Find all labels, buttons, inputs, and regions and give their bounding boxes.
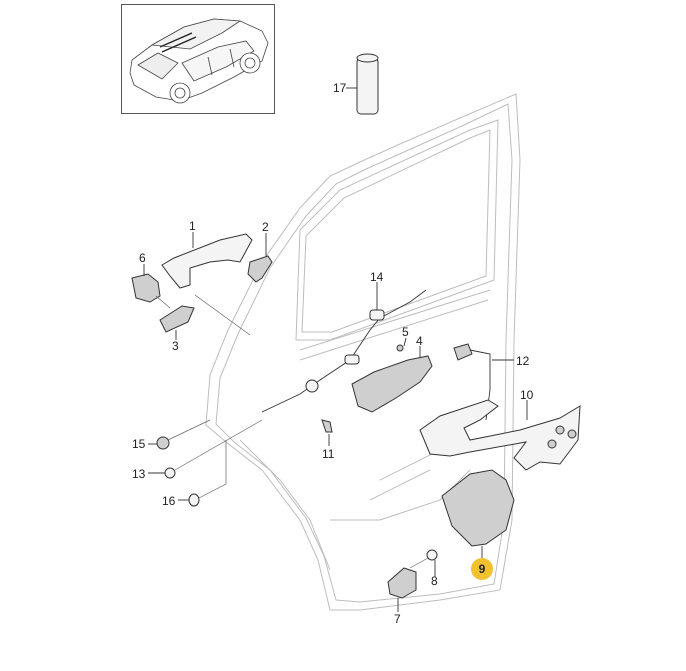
part-13-clip[interactable] [148, 419, 263, 479]
callout-2[interactable]: 2 [262, 220, 269, 234]
part-11-screw[interactable] [321, 419, 333, 446]
part-4-handle-carrier[interactable] [351, 346, 433, 413]
callout-9-highlighted-badge[interactable]: 9 [471, 558, 493, 580]
part-7-striker-plate[interactable] [387, 557, 429, 612]
part-6-lock-cylinder-cap[interactable] [131, 264, 161, 303]
part-3-handle-seal[interactable] [155, 295, 195, 340]
vehicle-overview-icon [129, 18, 269, 104]
callout-3[interactable]: 3 [172, 339, 179, 353]
callout-16[interactable]: 16 [162, 494, 176, 508]
callout-11[interactable]: 11 [322, 447, 335, 461]
callout-15[interactable]: 15 [132, 437, 146, 451]
part-15-plug[interactable] [148, 419, 211, 450]
part-16-grommet[interactable] [178, 440, 227, 507]
callout-17[interactable]: 17 [333, 81, 347, 95]
part-5-screw[interactable] [396, 337, 407, 352]
callout-10[interactable]: 10 [520, 388, 534, 402]
part-14-bowden-cable[interactable] [261, 282, 427, 413]
callout-5[interactable]: 5 [402, 325, 409, 339]
callout-6[interactable]: 6 [139, 251, 146, 265]
part-9-door-lock-actuator[interactable] [441, 469, 515, 558]
vehicle-thumbnail [121, 4, 275, 114]
callout-8[interactable]: 8 [431, 574, 438, 588]
callout-1[interactable]: 1 [189, 219, 196, 233]
part-17-grease-tube[interactable] [346, 53, 379, 115]
part-2-handle-bracket-cover[interactable] [247, 233, 273, 283]
callout-4[interactable]: 4 [416, 334, 423, 348]
part-1-outer-door-handle[interactable] [161, 232, 253, 336]
callout-13[interactable]: 13 [132, 467, 146, 481]
callout-14[interactable]: 14 [370, 270, 384, 284]
callout-12[interactable]: 12 [516, 354, 530, 368]
callout-7[interactable]: 7 [394, 612, 401, 626]
part-8-striker-bolt[interactable] [426, 549, 438, 577]
door-frame [205, 93, 521, 611]
part-10-lock-bracket[interactable] [419, 399, 581, 471]
